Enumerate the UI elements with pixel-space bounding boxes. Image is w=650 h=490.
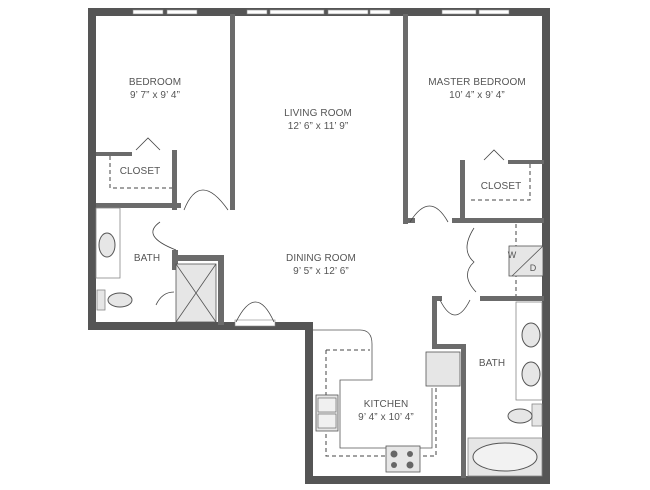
room-name: KITCHEN — [363, 399, 409, 410]
room-bedroom: BEDROOM 9’ 7” x 9’ 4” — [129, 76, 181, 102]
room-closet-1: CLOSET — [119, 166, 161, 177]
washer-label: W — [507, 250, 517, 260]
room-bath-1: BATH — [133, 253, 161, 264]
room-dims: 10’ 4” x 9’ 4” — [449, 90, 505, 101]
bath2-fixtures — [467, 301, 543, 477]
room-closet-2: CLOSET — [480, 181, 522, 192]
room-dims: 9’ 5” x 12’ 6” — [293, 266, 349, 277]
windows — [132, 9, 510, 327]
room-name: LIVING ROOM — [284, 108, 352, 119]
room-name: DINING ROOM — [286, 253, 356, 264]
kitchen-fixtures — [313, 329, 461, 473]
room-master-bedroom: MASTER BEDROOM 10’ 4” x 9’ 4” — [428, 76, 526, 102]
room-dims: 12’ 6” x 11’ 9” — [287, 121, 349, 132]
room-name: BEDROOM — [128, 77, 182, 88]
washer-dryer — [508, 245, 544, 277]
room-kitchen: KITCHEN 9’ 4” x 10’ 4” — [358, 398, 414, 424]
room-living: LIVING ROOM 12’ 6” x 11’ 9” — [284, 107, 352, 133]
room-bath-2: BATH — [478, 358, 506, 369]
room-dims: 9’ 4” x 10’ 4” — [358, 412, 414, 423]
interior-walls — [96, 14, 544, 478]
room-name: MASTER BEDROOM — [428, 77, 526, 88]
room-dining: DINING ROOM 9’ 5” x 12’ 6” — [286, 252, 356, 278]
dryer-label: D — [529, 263, 537, 273]
bath1-fixtures — [95, 207, 217, 323]
room-dims: 9’ 7” x 9’ 4” — [129, 90, 181, 101]
door-swings — [135, 137, 505, 323]
